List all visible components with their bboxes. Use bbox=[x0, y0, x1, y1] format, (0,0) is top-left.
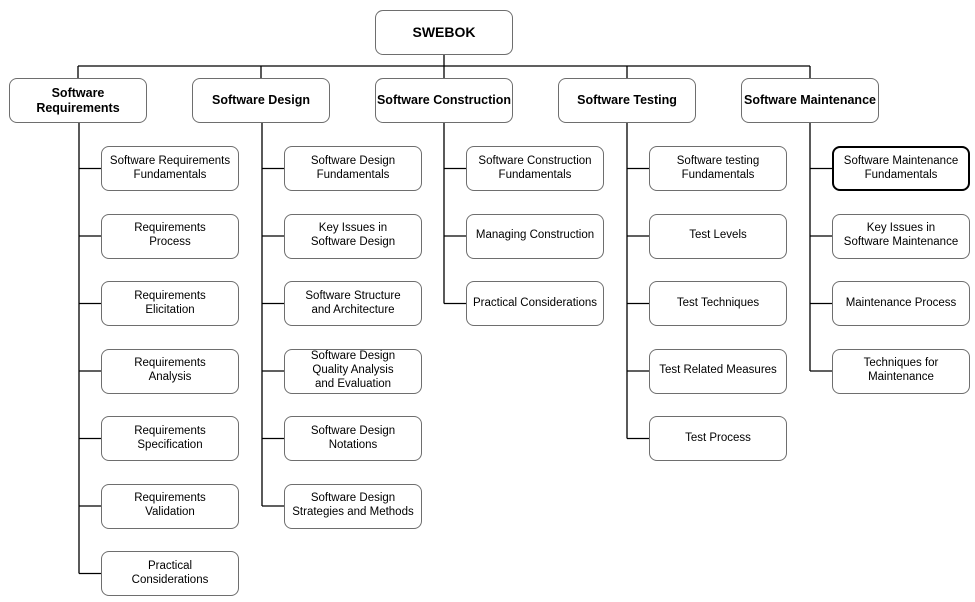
category-software-testing: Software Testing bbox=[558, 78, 696, 123]
subtopic-node: Techniques for Maintenance bbox=[832, 348, 970, 394]
subtopic-node: Test Techniques bbox=[649, 281, 787, 326]
category-software-design: Software Design bbox=[192, 78, 330, 123]
category-software-maintenance: Software Maintenance bbox=[741, 78, 879, 123]
subtopic-node: Practical Considerations bbox=[466, 281, 604, 326]
subtopic-node: Test Process bbox=[649, 416, 787, 461]
subtopic-node: Key Issues in Software Maintenance bbox=[832, 213, 970, 259]
subtopic-node: Software Requirements Fundamentals bbox=[101, 146, 239, 191]
subtopic-node: Software testing Fundamentals bbox=[649, 146, 787, 191]
subtopic-node: Maintenance Process bbox=[832, 281, 970, 326]
subtopic-node: Managing Construction bbox=[466, 213, 604, 259]
subtopic-node: Requirements Specification bbox=[101, 416, 239, 461]
category-software-construction: Software Construction bbox=[375, 78, 513, 123]
subtopic-node: Test Related Measures bbox=[649, 348, 787, 394]
category-software-requirements: Software Requirements bbox=[9, 78, 147, 123]
subtopic-node: Requirements Validation bbox=[101, 483, 239, 529]
subtopic-node: Requirements Elicitation bbox=[101, 281, 239, 326]
subtopic-node: Requirements Analysis bbox=[101, 348, 239, 394]
subtopic-node: Software Design Fundamentals bbox=[284, 146, 422, 191]
subtopic-node: Software Structure and Architecture bbox=[284, 281, 422, 326]
subtopic-node: Test Levels bbox=[649, 213, 787, 259]
subtopic-node: Software Design Quality Analysis and Eva… bbox=[284, 348, 422, 394]
subtopic-node: Software Design Notations bbox=[284, 416, 422, 461]
subtopic-node: Software Construction Fundamentals bbox=[466, 146, 604, 191]
root-node-swebok: SWEBOK bbox=[375, 10, 513, 55]
subtopic-node: Requirements Process bbox=[101, 213, 239, 259]
subtopic-node: Software Design Strategies and Methods bbox=[284, 483, 422, 529]
subtopic-node: Software Maintenance Fundamentals bbox=[832, 146, 970, 191]
subtopic-node: Key Issues in Software Design bbox=[284, 213, 422, 259]
subtopic-node: Practical Considerations bbox=[101, 551, 239, 596]
